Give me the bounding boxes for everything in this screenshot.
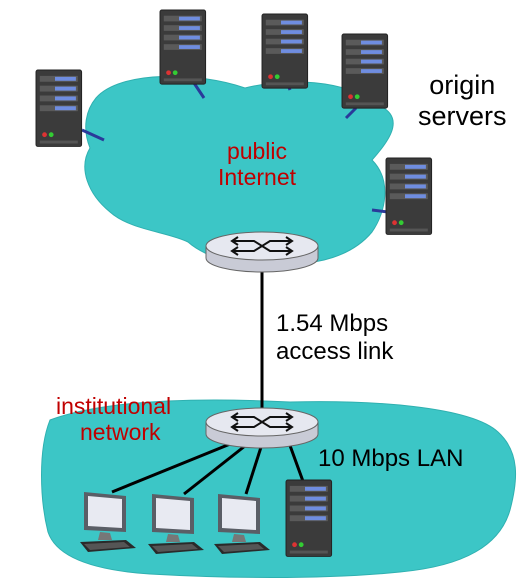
institutional-router-icon <box>205 407 319 449</box>
origin-server-icon <box>159 9 207 85</box>
institutional-network-cloud <box>41 399 517 578</box>
public-internet-label-line1: public <box>226 138 288 164</box>
lan-server-icon <box>285 479 333 557</box>
internet-router-icon <box>205 231 319 273</box>
institutional-network-label-line1: institutional <box>56 393 172 419</box>
origin-server-icon <box>35 69 83 147</box>
origin-servers-label-line1: origin <box>429 70 496 100</box>
lan-link <box>111 438 241 494</box>
institutional-network-label: institutional network <box>56 393 171 446</box>
server-link <box>81 128 105 142</box>
access-link-label: 1.54 Mbps access link <box>276 310 393 365</box>
public-internet-label-line2: Internet <box>218 164 296 191</box>
public-internet-label: public Internet <box>218 138 296 191</box>
lan-speed-label: 10 Mbps LAN <box>318 445 464 472</box>
server-link <box>344 106 358 120</box>
origin-servers-label-line2: servers <box>418 101 507 132</box>
lan-link <box>244 443 264 495</box>
origin-servers-label: origin servers <box>418 70 507 132</box>
lan-link <box>183 440 251 496</box>
lan-link <box>286 439 306 485</box>
access-link-label-line1: 1.54 Mbps <box>276 310 389 337</box>
access-link-label-line2: access link <box>276 337 394 365</box>
server-link <box>371 208 389 214</box>
institutional-network-label-line2: network <box>80 419 161 446</box>
origin-server-icon <box>261 13 309 89</box>
origin-server-icon <box>385 157 433 235</box>
origin-server-icon <box>341 33 389 109</box>
